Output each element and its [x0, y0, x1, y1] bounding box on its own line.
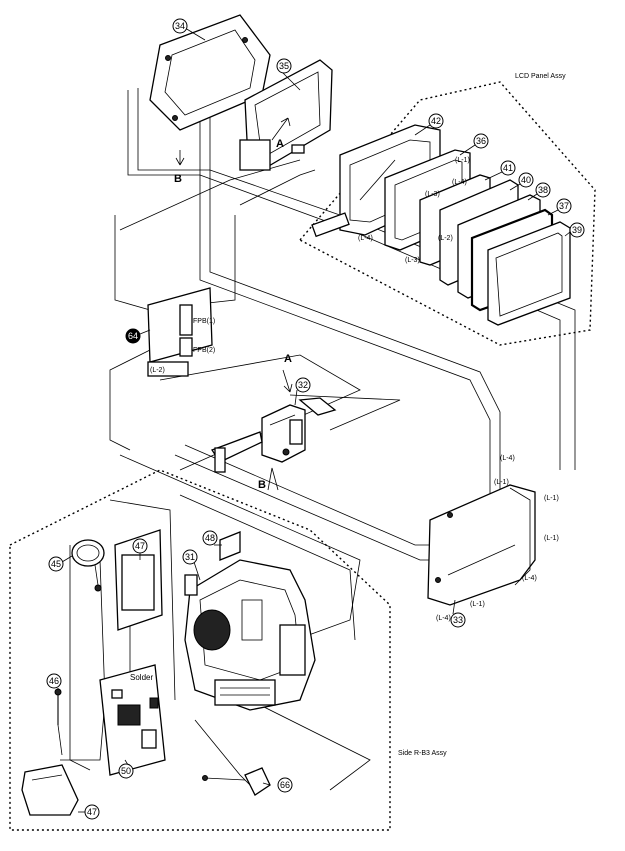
callout-38: 38: [527, 182, 551, 201]
lcd-panel-assy-outline: [298, 81, 596, 346]
lead-label: (L-2): [150, 367, 165, 374]
part-39-reflector: [487, 221, 571, 326]
lead-label: (L-3): [425, 191, 440, 198]
callout-48: 48: [202, 530, 222, 546]
svg-text:40: 40: [521, 175, 531, 185]
svg-text:42: 42: [431, 116, 441, 126]
callout-66: 66: [262, 777, 293, 793]
callout-45: 45: [48, 555, 73, 572]
wiring-lines: [60, 88, 576, 791]
part-32-hinge: [211, 397, 337, 473]
lead-label: (L-4): [500, 455, 515, 462]
svg-text:47: 47: [87, 807, 97, 817]
lead-label: (L-4): [522, 575, 537, 582]
direction-arrows: [175, 117, 293, 491]
callout-37: 37: [547, 198, 572, 216]
part-35-lcd-cover: [239, 59, 333, 171]
callout-42: 42: [414, 113, 444, 136]
callout-40: 40: [509, 172, 534, 191]
callout-47-upper: 47: [132, 538, 148, 560]
lead-label: (L-1): [470, 601, 485, 608]
fpb1-label: FPB(1): [193, 318, 215, 325]
part-66-connector: [202, 767, 271, 796]
svg-text:37: 37: [559, 201, 569, 211]
callout-41: 41: [484, 160, 516, 181]
svg-text:39: 39: [572, 225, 582, 235]
lead-label: (L-1): [455, 157, 470, 164]
side-r-assy-label: Side R-B3 Assy: [398, 750, 447, 757]
svg-text:34: 34: [175, 21, 185, 31]
part-46-screw: [54, 688, 63, 756]
svg-text:38: 38: [538, 185, 548, 195]
lead-label: (L-1): [544, 535, 559, 542]
part-45-speaker: [71, 539, 105, 592]
lead-label: (L-2): [438, 235, 453, 242]
part-47-panel: [114, 529, 163, 631]
part-48-label: [219, 531, 241, 561]
part-47-cover-plate: [21, 764, 79, 816]
svg-text:33: 33: [453, 615, 463, 625]
callout-36: 36: [459, 133, 489, 156]
part-33-side-cabinet: [427, 484, 536, 606]
svg-text:47: 47: [135, 541, 145, 551]
fpb2-label: FPB(2): [193, 347, 215, 354]
letter-a-upper: A: [276, 138, 284, 150]
svg-text:66: 66: [280, 780, 290, 790]
callout-33: 33: [450, 599, 466, 628]
lead-label: (L-3): [405, 257, 420, 264]
callout-31: 31: [182, 549, 201, 581]
svg-text:36: 36: [476, 136, 486, 146]
callout-46: 46: [46, 673, 62, 690]
lead-label: (L-4): [452, 179, 467, 186]
svg-text:48: 48: [205, 533, 215, 543]
letter-b-lower: B: [258, 479, 266, 491]
letter-a-lower: A: [284, 353, 292, 365]
svg-text:45: 45: [51, 559, 61, 569]
letter-b-upper: B: [174, 173, 182, 185]
svg-text:32: 32: [298, 380, 308, 390]
part-34-lcd-frame: [149, 14, 271, 131]
callout-39: 39: [564, 222, 585, 238]
lcd-panel-assy-label: LCD Panel Assy: [515, 73, 566, 80]
svg-text:50: 50: [121, 766, 131, 776]
callout-47-lower: 47: [78, 804, 100, 820]
callout-35: 35: [276, 58, 301, 91]
part-50-circuit-board: [99, 664, 166, 776]
svg-text:41: 41: [503, 163, 513, 173]
lead-label: (L-1): [544, 495, 559, 502]
lead-label: (L-1): [494, 479, 509, 486]
svg-text:31: 31: [185, 552, 195, 562]
callout-34: 34: [172, 18, 206, 41]
svg-text:64: 64: [128, 331, 138, 341]
lead-label: (L-4): [436, 615, 451, 622]
callout-32-upper: 32: [294, 377, 311, 406]
svg-text:46: 46: [49, 676, 59, 686]
solder-label: Solder: [130, 673, 153, 682]
callout-64: 64: [125, 328, 151, 344]
part-64-fpc-board: [147, 287, 213, 377]
part-31-main-chassis: [184, 559, 316, 711]
svg-text:35: 35: [279, 61, 289, 71]
lcd-panel-stack: [311, 124, 571, 326]
lead-label: (L-4): [358, 235, 373, 242]
callout-50: 50: [118, 759, 134, 779]
